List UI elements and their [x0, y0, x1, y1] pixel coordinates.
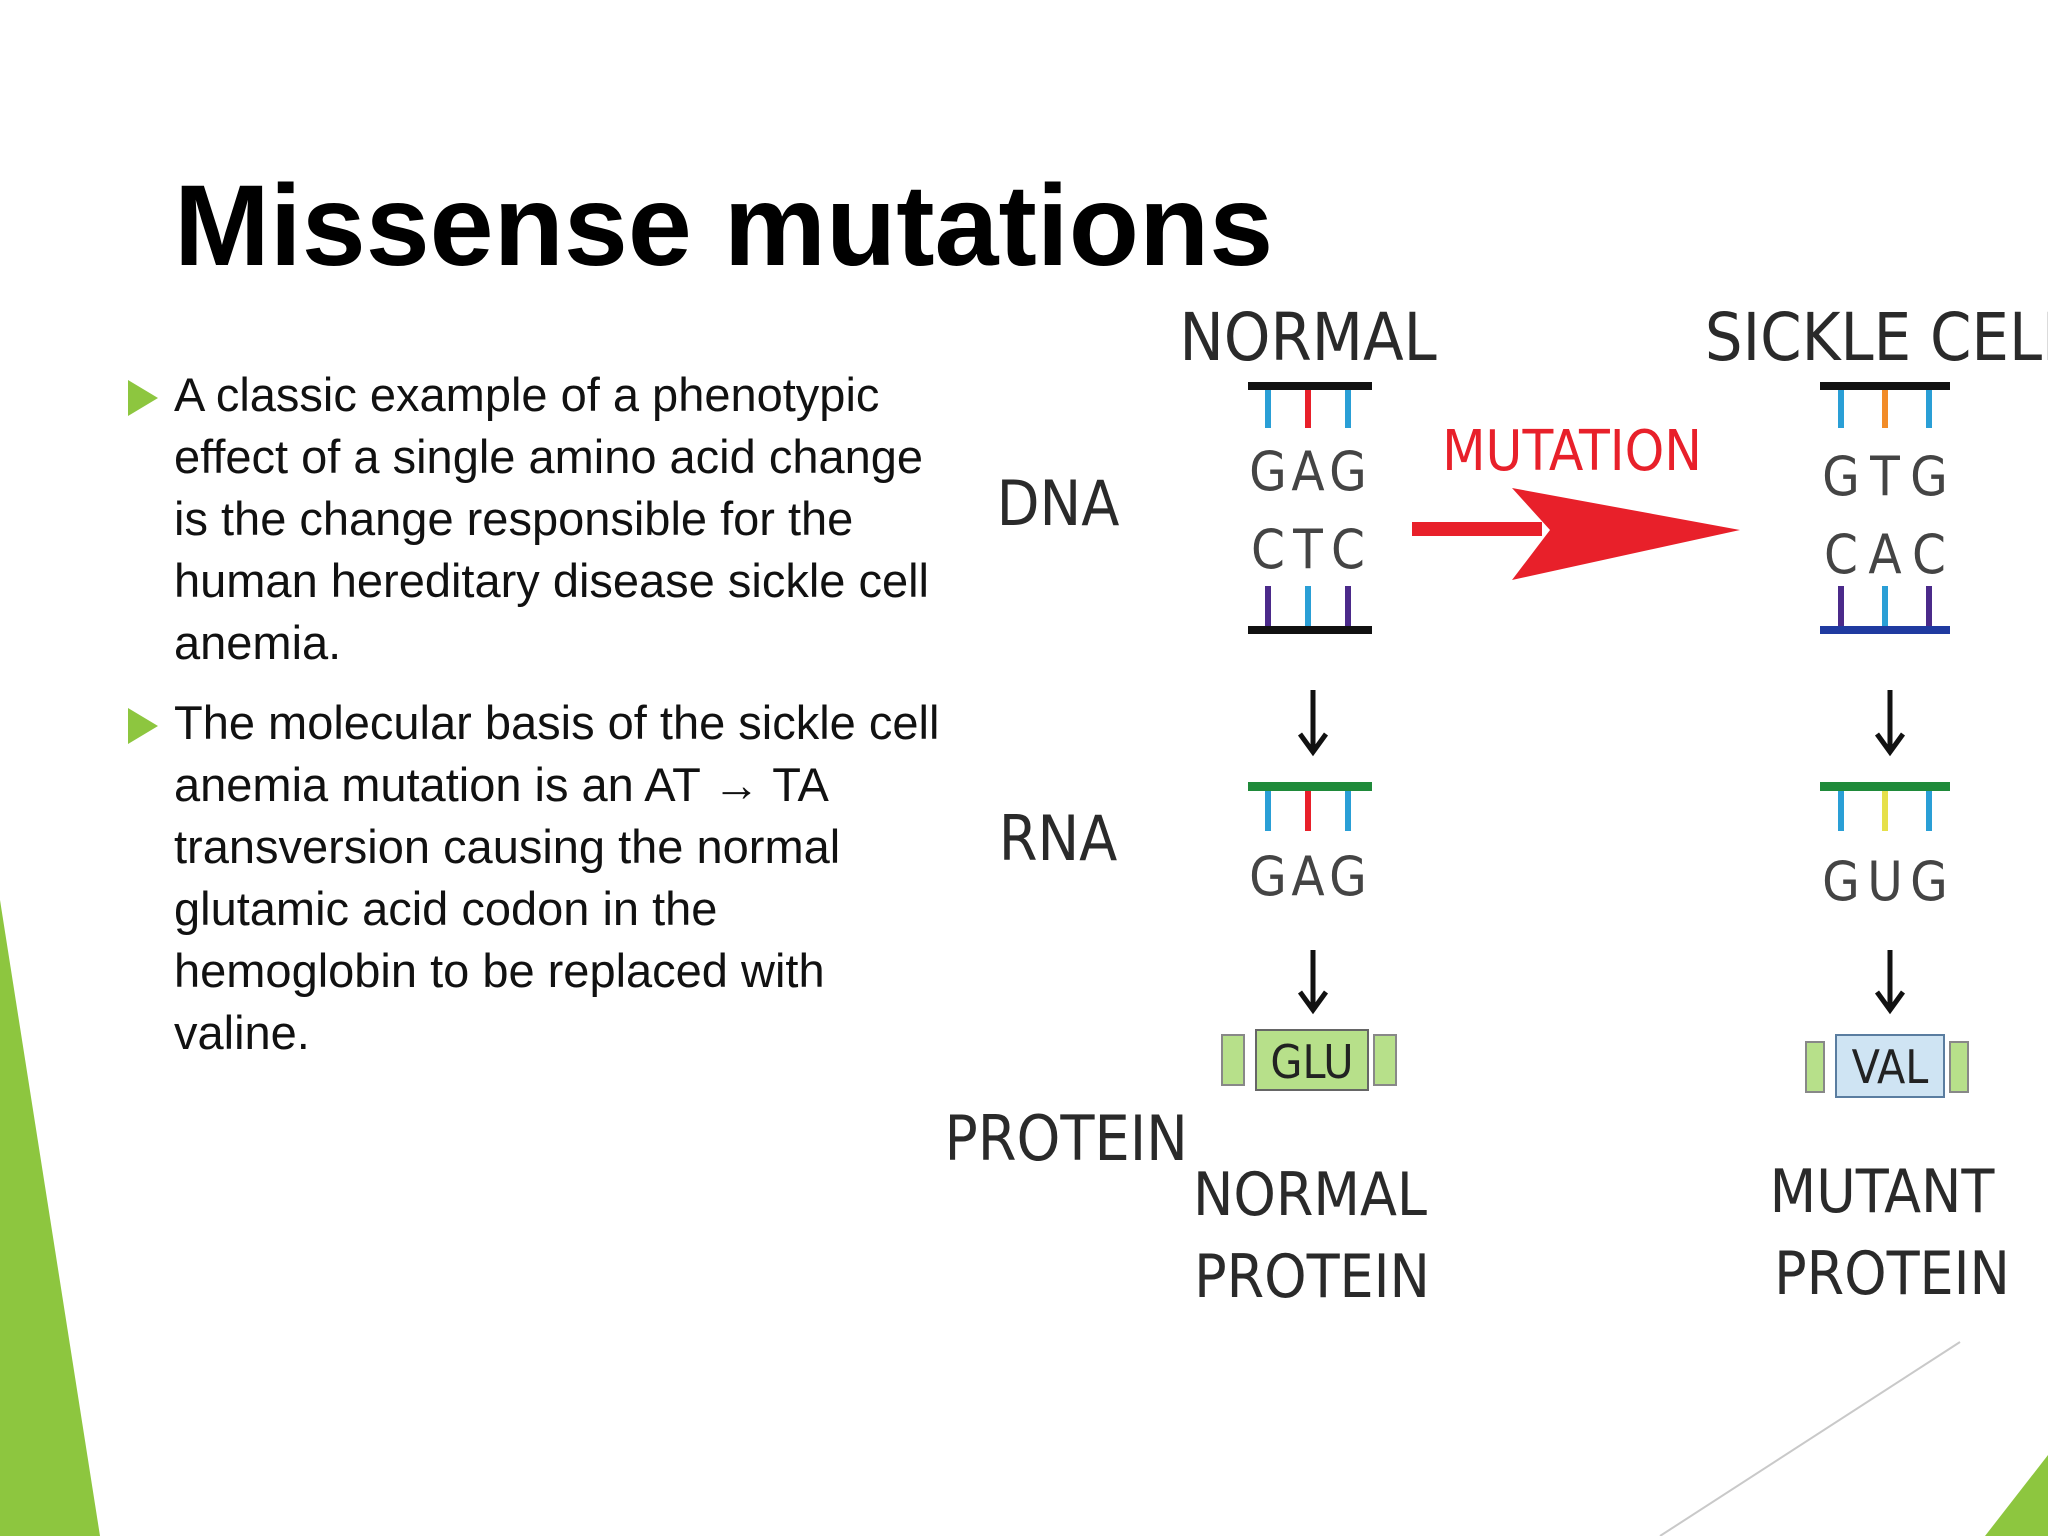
rna-base: G	[1822, 850, 1860, 913]
bullet-item: The molecular basis of the sickle cell a…	[128, 692, 958, 1064]
sickle-protein-box: VAL	[1805, 1034, 1969, 1098]
down-arrow-icon	[1874, 690, 1906, 757]
bullet-item: A classic example of a phenotypic effect…	[128, 364, 958, 674]
dna-base: C	[1331, 518, 1365, 581]
rna-base: G	[1329, 845, 1367, 908]
down-arrow-icon	[1874, 950, 1906, 1015]
rna-base: G	[1249, 845, 1287, 908]
dna-base: G	[1249, 440, 1287, 503]
sickle-rna: G U G	[1820, 782, 1950, 913]
normal-caption-line1: NORMAL	[1193, 1160, 1427, 1230]
normal-protein-box: GLU	[1221, 1029, 1397, 1091]
sickle-protein-label: VAL	[1852, 1040, 1929, 1094]
sickle-heading: SICKLE CELL	[1705, 299, 2048, 376]
slide-title: Missense mutations	[174, 162, 1274, 290]
normal-protein-label: GLU	[1270, 1035, 1353, 1089]
normal-dna: G A G C T C	[1248, 382, 1372, 634]
sickle-caption-line1: MUTANT	[1770, 1157, 1996, 1227]
rna-base: A	[1291, 845, 1324, 908]
sickle-cell-diagram: DNA RNA PROTEIN NORMAL SICKLE CELL G A G…	[950, 299, 2048, 1312]
normal-heading: NORMAL	[1179, 299, 1436, 376]
row-label-rna: RNA	[999, 802, 1118, 875]
normal-caption-line2: PROTEIN	[1194, 1242, 1430, 1312]
accent-corner	[1985, 1455, 2048, 1536]
down-arrow-icon	[1297, 950, 1329, 1015]
dna-base: G	[1822, 445, 1860, 508]
decorative-line	[1659, 1341, 1961, 1536]
dna-base: T	[1292, 518, 1323, 581]
row-label-dna: DNA	[997, 467, 1120, 540]
dna-base: C	[1251, 518, 1285, 581]
normal-rna: G A G	[1248, 782, 1372, 908]
mutation-label: MUTATION	[1442, 419, 1702, 484]
dna-base: C	[1912, 523, 1946, 586]
dna-base: T	[1869, 445, 1900, 508]
bullet-list: A classic example of a phenotypic effect…	[128, 364, 958, 1082]
dna-base: C	[1824, 523, 1858, 586]
sickle-dna: G T G C A C	[1820, 382, 1950, 634]
bullet-text: The molecular basis of the sickle cell a…	[174, 696, 940, 1059]
bullet-text: A classic example of a phenotypic effect…	[174, 368, 929, 669]
mutation-arrow-icon	[1412, 488, 1740, 580]
dna-base: A	[1868, 523, 1901, 586]
sickle-caption-line2: PROTEIN	[1774, 1239, 2010, 1309]
dna-base: G	[1910, 445, 1948, 508]
accent-triangle	[0, 900, 100, 1536]
down-arrow-icon	[1297, 690, 1329, 757]
dna-base: G	[1329, 440, 1367, 503]
row-label-protein: PROTEIN	[950, 1102, 1188, 1175]
dna-base: A	[1291, 440, 1324, 503]
rna-base: U	[1867, 850, 1903, 913]
rna-base: G	[1910, 850, 1948, 913]
bullet-arrow-icon	[128, 380, 158, 416]
bullet-arrow-icon	[128, 708, 158, 744]
